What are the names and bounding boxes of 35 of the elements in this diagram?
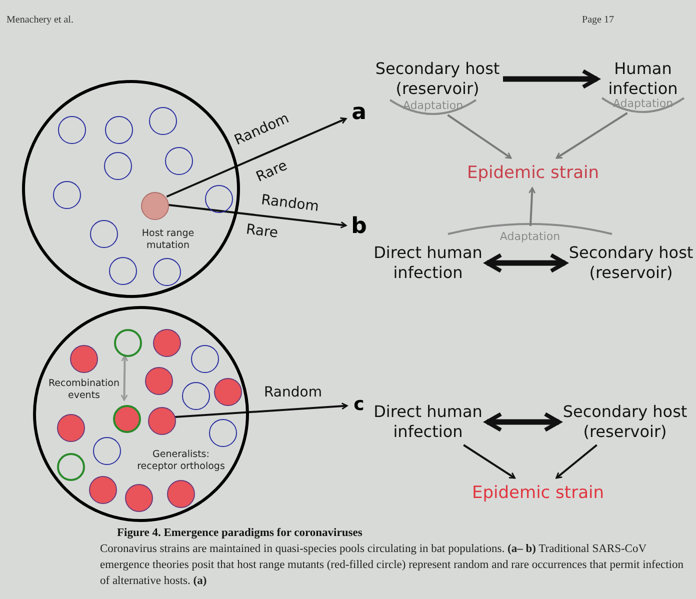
host-label: Secondary host (reservoir): [375, 58, 500, 100]
figure-title: Figure 4. Emergence paradigms for coronaviruses: [117, 526, 362, 540]
arrow: [556, 444, 598, 479]
arrow: [168, 204, 347, 228]
outcome-label: Epidemic strain: [458, 161, 608, 185]
arrow: [556, 112, 628, 159]
annotation-text: Host range mutation: [137, 227, 199, 253]
panel-letter: a: [349, 100, 369, 126]
host-label: Secondary host (reservoir): [568, 243, 694, 283]
arrow: [503, 69, 599, 89]
edge-label: Random: [260, 191, 320, 217]
page-number: Page 17: [582, 14, 614, 28]
adaptation-label: Adaptation: [497, 229, 563, 243]
arrow: [166, 117, 347, 198]
arrow: [463, 444, 516, 479]
adaptation-label: Adaptation: [400, 98, 466, 112]
arrow: [447, 114, 512, 159]
author-header: Menachery et al.: [6, 14, 74, 28]
arrow: [528, 187, 536, 226]
arrow: [485, 412, 561, 432]
edge-label: Random: [264, 384, 322, 402]
host-label: Secondary host (reservoir): [562, 402, 688, 442]
outcome-label: Epidemic strain: [463, 481, 613, 505]
arrow: [174, 402, 348, 418]
arrow: [120, 355, 128, 401]
panel-letter: b: [349, 214, 369, 240]
frequency-label: Rare: [244, 220, 280, 244]
arrow: [485, 253, 567, 273]
panel-letter: c: [350, 393, 368, 417]
annotation-text: Recombination events: [47, 377, 121, 403]
annotation-text: Generalists: receptor orthologs: [135, 449, 227, 473]
figure-caption: Coronavirus strains are maintained in quasi-species pools circulating in bat populations. (a– b) Traditional SARS-CoV emergence theories posit that host range mutants (red-filled circle) represent random and rare occurrences that permit infection of alternative hosts. (a): [100, 542, 684, 589]
host-label: Direct human infection: [372, 243, 484, 283]
host-label: Direct human infection: [372, 402, 484, 442]
frequency-label: Rare: [253, 156, 291, 188]
